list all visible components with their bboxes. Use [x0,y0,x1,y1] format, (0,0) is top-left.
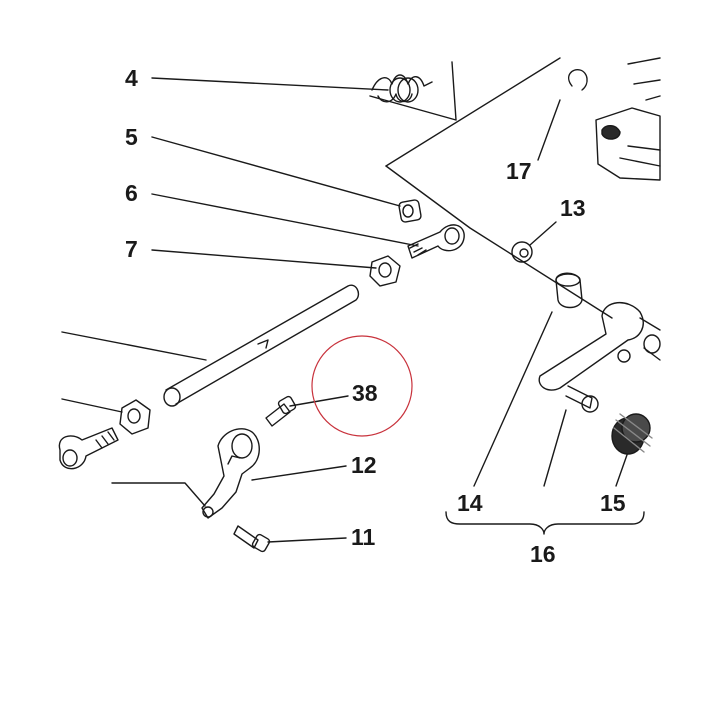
assembly-outline [369,61,457,121]
callout-6: 6 [125,180,138,206]
callout-14: 14 [457,490,483,516]
rod-part [163,284,360,407]
callout-16: 16 [530,541,556,567]
callout-13: 13 [560,195,586,221]
callout-12: 12 [351,452,377,478]
leader-5 [151,136,401,207]
nut-part-7 [369,255,401,287]
leader-7 [151,249,377,269]
callout-5: 5 [125,124,138,150]
bushing-part-14 [555,272,583,309]
callout-15: 15 [600,490,626,516]
peg-part-15 [611,413,653,455]
leader-16 [543,409,567,487]
leader-6 [151,193,419,247]
pedal-arm-part [538,302,661,413]
clip-part [568,69,588,91]
callout-17: 17 [506,158,532,184]
leader-17 [537,99,561,161]
group-bracket-16 [445,511,645,535]
spring-part [371,74,433,103]
leader-11 [267,537,347,543]
leader-14 [473,311,553,487]
leader-12 [251,465,347,481]
leader-38 [289,395,349,407]
callout-7: 7 [125,236,138,262]
leader-13 [529,221,557,246]
leader-4 [151,77,389,91]
shift-lever-part [201,428,260,519]
washer-part-13 [511,241,533,263]
bolt-part-11 [233,525,271,553]
callout-38: 38 [352,380,378,406]
assembly-outline-lower [385,165,613,319]
bolt-part-38 [265,395,297,427]
callout-11: 11 [351,524,376,550]
ball-joint-part [407,224,465,259]
housing-fragment [595,57,661,181]
leader-15 [615,451,629,487]
washer-left [119,399,151,435]
nut-part-5 [398,199,422,223]
leader-rod [61,331,207,361]
highlight-circle-38 [311,335,413,437]
ball-joint-left [58,427,119,470]
assembly-outline-right [385,57,561,167]
leader-washer-left [61,398,123,413]
assembly-outline-left [111,482,206,507]
callout-4: 4 [125,65,138,91]
